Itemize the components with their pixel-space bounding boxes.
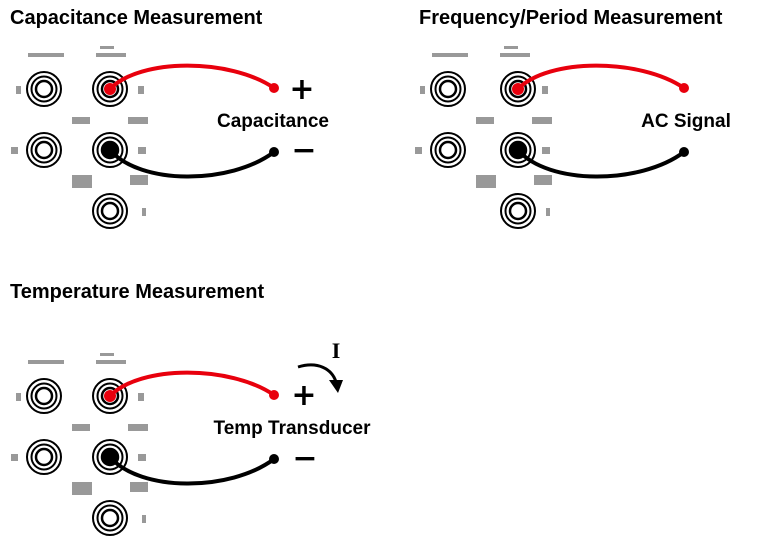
hi-lead-tip [679,83,689,93]
terminal-current[interactable] [91,192,129,230]
negative-sign: − [292,441,317,476]
lo-test-lead [108,455,276,486]
hi-lead-tip [269,390,279,400]
lo-lead-plug [102,142,118,158]
hi-test-lead [108,63,276,91]
component-label: AC Signal [641,111,731,132]
lo-test-lead [108,148,276,179]
tiny-markings [11,353,148,523]
lo-lead-tip [679,147,689,157]
negative-sign: − [291,133,316,168]
terminal-lo-sense[interactable] [25,438,63,476]
tiny-markings [11,46,148,216]
hi-lead-plug [512,83,524,95]
dmm-terminal-block [415,46,552,230]
tiny-markings [415,46,552,216]
positive-sign: + [291,378,316,413]
lo-test-lead [516,148,686,179]
hi-test-lead [516,63,686,91]
terminal-hi-sense[interactable] [429,70,467,108]
component-label: Temp Transducer [214,418,372,439]
hi-lead-plug [104,390,116,402]
terminal-current[interactable] [499,192,537,230]
current-arrow-icon [297,363,343,393]
panel-title: Temperature Measurement [10,281,265,303]
panel-frequency: Frequency/Period Measurement [415,7,731,230]
terminal-hi-sense[interactable] [25,70,63,108]
dmm-terminal-block [11,46,148,230]
panel-title: Frequency/Period Measurement [419,7,723,29]
panel-temperature: Temperature Measurement [10,281,372,537]
terminal-lo-sense[interactable] [25,131,63,169]
hi-test-lead [108,370,276,398]
terminal-hi-sense[interactable] [25,377,63,415]
terminal-lo-sense[interactable] [429,131,467,169]
panel-capacitance: Capacitance Measurement [10,7,329,230]
panel-title: Capacitance Measurement [10,7,263,29]
terminal-current[interactable] [91,499,129,537]
hi-lead-tip [269,83,279,93]
hi-lead-plug [104,83,116,95]
lo-lead-tip [269,454,279,464]
lo-lead-tip [269,147,279,157]
lo-lead-plug [510,142,526,158]
positive-sign: + [289,72,314,107]
component-label: Capacitance [217,111,329,132]
dmm-terminal-block [11,353,148,537]
current-label: I [332,338,341,363]
lo-lead-plug [102,449,118,465]
